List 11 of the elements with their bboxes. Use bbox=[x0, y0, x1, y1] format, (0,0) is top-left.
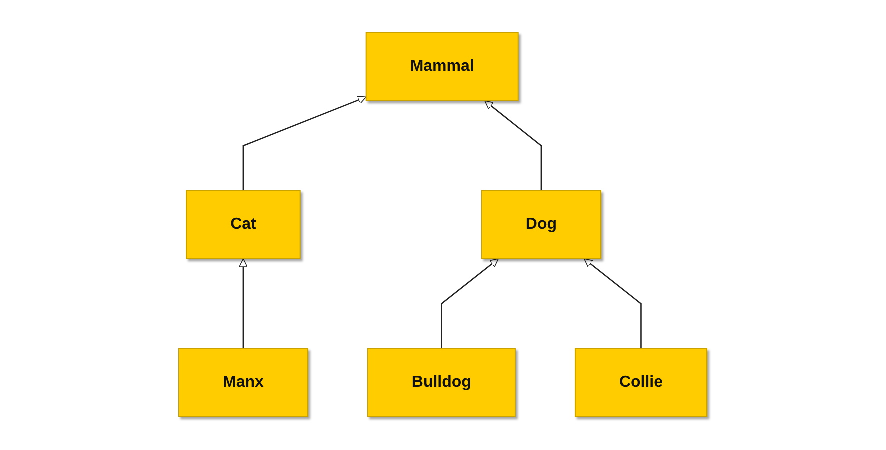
arrow bbox=[242, 96, 367, 191]
arrow bbox=[441, 258, 499, 349]
arrow bbox=[484, 100, 542, 191]
node-box: Bulldog bbox=[367, 348, 516, 418]
node-box: Collie bbox=[574, 348, 708, 418]
arrow bbox=[584, 258, 642, 349]
node-box: Manx bbox=[178, 348, 308, 418]
node-box: Mammal bbox=[366, 32, 519, 102]
node-box: Cat bbox=[186, 190, 301, 260]
arrow bbox=[239, 258, 248, 349]
node-box: Dog bbox=[481, 190, 602, 260]
